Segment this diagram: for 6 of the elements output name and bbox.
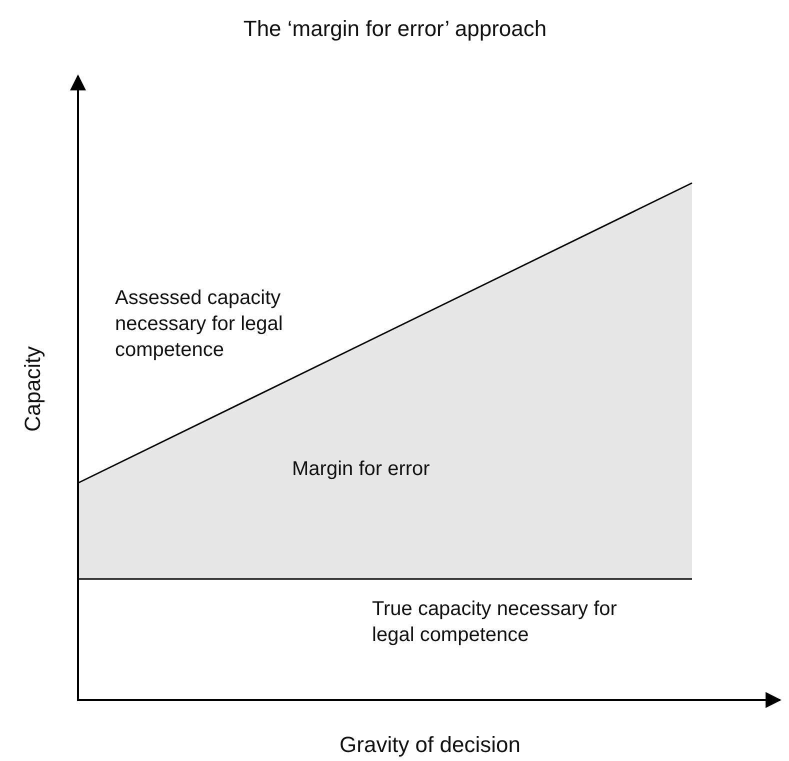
- annotation-text: Margin for error: [292, 457, 431, 482]
- annotation-text: True capacity necessary for legal competence: [372, 597, 618, 648]
- axis-label: Gravity of decision: [338, 732, 522, 758]
- annotation-text: Assessed capacity necessary for legal competence: [115, 286, 284, 363]
- chart-title: The ‘margin for error’ approach: [242, 15, 548, 43]
- axis-label: Capacity: [20, 345, 46, 434]
